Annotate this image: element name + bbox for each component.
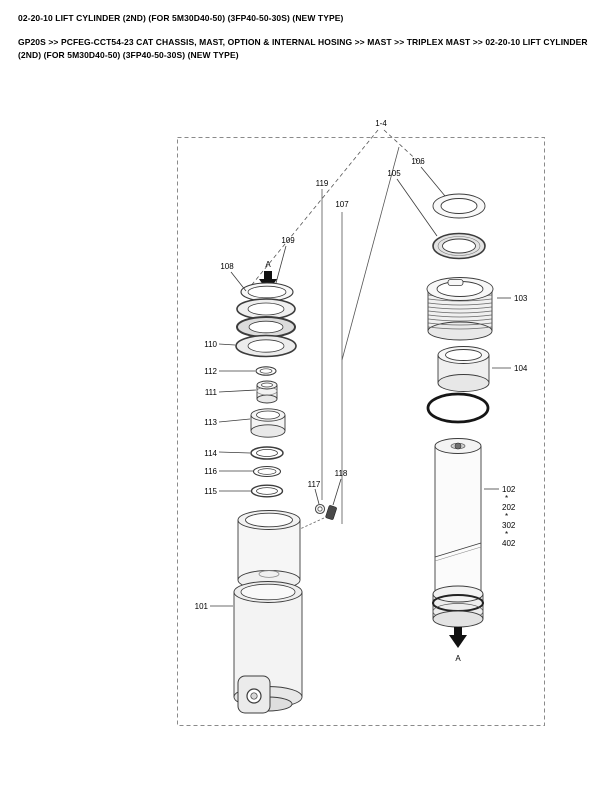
part-label-102: 102 (502, 485, 516, 494)
section-arrow-bottom-icon (449, 627, 467, 648)
part-labels: 1-4 119 107 106 105 109 108 A 110 112 11… (195, 119, 528, 663)
part-label-117: 117 (308, 480, 321, 489)
page-header: 02-20-10 LIFT CYLINDER (2ND) (FOR 5M30D4… (18, 13, 596, 62)
part-label-302: 302 (502, 521, 516, 530)
part-label-202: 202 (502, 503, 516, 512)
part-113-cup (250, 408, 286, 438)
part-label-114: 114 (204, 449, 217, 458)
part-114-ring (250, 446, 284, 460)
part-label-119: 119 (316, 179, 329, 188)
part-label-113: 113 (204, 418, 217, 427)
page-title: 02-20-10 LIFT CYLINDER (2ND) (FOR 5M30D4… (18, 13, 344, 23)
o-ring (426, 392, 490, 424)
part-label-105: 105 (387, 169, 401, 178)
part-111-bushing (256, 380, 278, 404)
part-105-seal (432, 232, 486, 260)
part-117-washer (314, 503, 326, 515)
part-label-118: 118 (335, 469, 348, 478)
part-label-109: 109 (281, 236, 295, 245)
leader-lines (210, 166, 511, 607)
part-label-402: 402 (502, 539, 516, 548)
part-label-115: 115 (204, 487, 217, 496)
part-label-112: 112 (204, 367, 217, 376)
part-116-ring (252, 465, 282, 478)
part-label-104: 104 (514, 364, 528, 373)
part-103-gland (426, 277, 494, 341)
diagram-border (177, 137, 545, 726)
breadcrumb: GP20S >> PCFEG-CCT54-23 CAT CHASSIS, MAS… (18, 37, 588, 60)
part-seal-stack (235, 282, 297, 358)
assembly-phantom-lines (249, 129, 422, 524)
part-115-ring (250, 484, 284, 498)
left-parts (233, 271, 337, 714)
part-label-116: 116 (204, 467, 217, 476)
part-102-rod (432, 438, 484, 628)
part-label-106: 106 (411, 157, 425, 166)
part-101-tube-upper (237, 510, 301, 590)
part-label-107: 107 (335, 200, 349, 209)
part-118-fitting (299, 505, 337, 530)
section-arrow-top-label: A (265, 260, 271, 269)
variant-separator: * (505, 530, 508, 539)
variant-separator: * (505, 494, 508, 503)
part-104-bushing (437, 346, 490, 392)
part-label-103: 103 (514, 294, 528, 303)
part-112-ring (255, 366, 277, 376)
assembly-label: 1-4 (375, 119, 387, 128)
part-label-108: 108 (220, 262, 234, 271)
section-arrow-bottom-label: A (455, 654, 461, 663)
part-106-ring (432, 193, 486, 219)
part-label-111: 111 (205, 388, 218, 397)
part-101-tube-body (233, 581, 303, 714)
variant-separator: * (505, 512, 508, 521)
part-label-101: 101 (195, 602, 209, 611)
part-label-110: 110 (204, 340, 217, 349)
right-parts (426, 193, 494, 648)
